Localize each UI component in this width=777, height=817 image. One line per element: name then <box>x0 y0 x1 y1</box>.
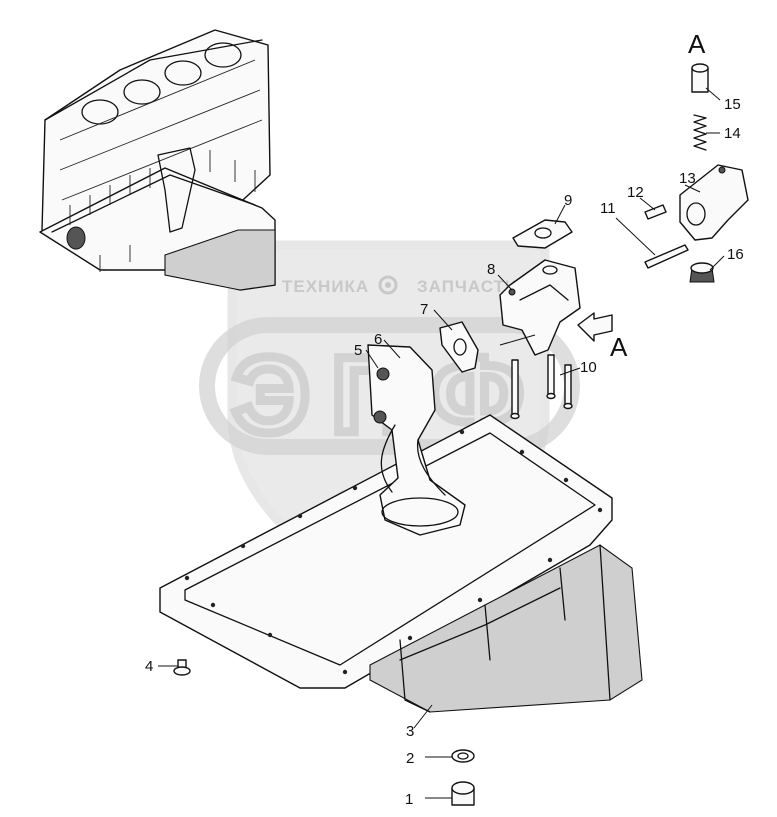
callout-labels: A A 1 2 3 4 5 6 7 8 9 10 11 12 13 14 15 … <box>145 29 744 808</box>
view-label-top: A <box>688 29 706 59</box>
callout-10: 10 <box>580 359 597 376</box>
gasket-7 <box>439 321 479 373</box>
bolt-4 <box>173 659 191 676</box>
callout-6: 6 <box>374 331 382 348</box>
oil-pan <box>159 414 643 713</box>
watermark-brand-left: ТЕХНИКА <box>282 277 369 296</box>
view-label-arrow: A <box>610 332 628 362</box>
watermark-logo-bar <box>199 317 580 455</box>
nut-set <box>373 367 390 424</box>
bolt-set-10 <box>499 334 573 420</box>
leader-lines <box>158 87 725 799</box>
watermark-gear-icon <box>378 275 398 295</box>
pin-11 <box>644 244 689 269</box>
callout-5: 5 <box>354 342 362 359</box>
oil-pump-body <box>499 259 581 356</box>
pin-12 <box>644 204 667 220</box>
callout-4: 4 <box>145 658 153 675</box>
oil-pickup-tube <box>367 344 466 536</box>
watermark-brand-right: ЗАПЧАСТИ <box>417 277 518 296</box>
callout-13: 13 <box>679 170 696 187</box>
callout-1: 1 <box>405 791 413 808</box>
callout-16: 16 <box>727 246 744 263</box>
gasket-9 <box>512 219 573 249</box>
callout-12: 12 <box>627 184 644 201</box>
callout-9: 9 <box>564 192 572 209</box>
spring-14 <box>693 114 707 151</box>
callout-3: 3 <box>406 723 414 740</box>
callout-7: 7 <box>420 301 428 318</box>
valve-housing <box>679 164 749 241</box>
callout-11: 11 <box>600 200 616 217</box>
washer-2 <box>451 749 475 763</box>
callout-2: 2 <box>406 750 414 767</box>
callout-14: 14 <box>724 125 741 142</box>
plug-15 <box>691 63 709 93</box>
callout-15: 15 <box>724 96 741 113</box>
callout-8: 8 <box>487 261 495 278</box>
view-arrow <box>577 312 613 342</box>
drain-plug-1 <box>451 781 475 806</box>
engine-block-assembly <box>39 29 276 291</box>
plug-16 <box>689 262 715 283</box>
